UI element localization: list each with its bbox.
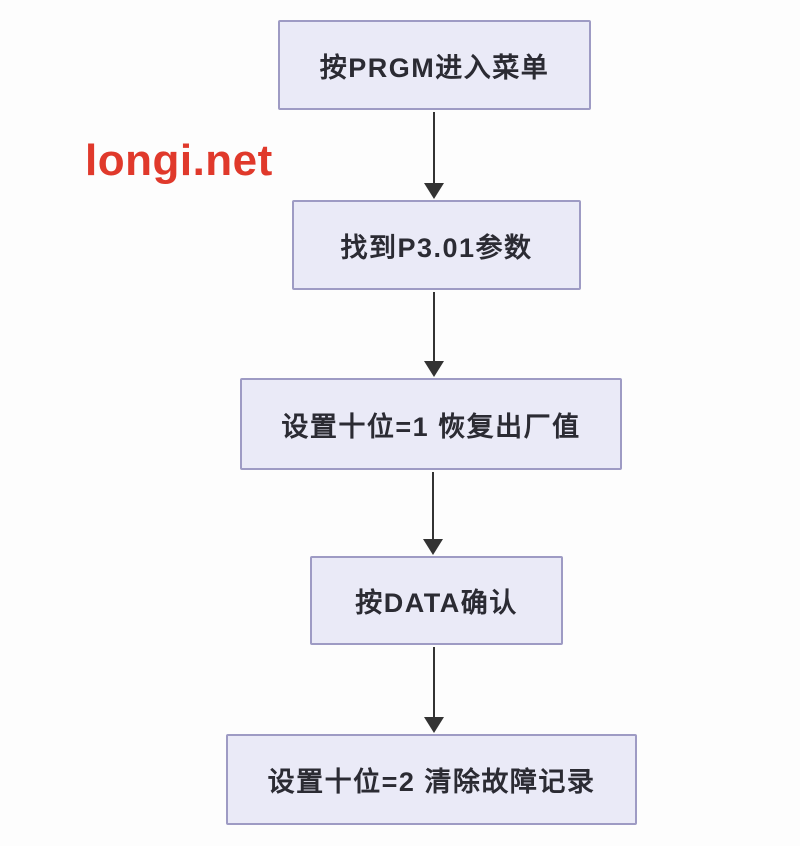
flow-node-step2: 找到P3.01参数	[292, 200, 581, 290]
arrow-line-1	[433, 112, 435, 186]
arrow-head-icon-3	[423, 539, 443, 555]
flow-node-step5-label: 设置十位=2 清除故障记录	[267, 767, 596, 797]
arrow-down-3	[423, 472, 443, 555]
arrow-head-icon-1	[424, 183, 444, 199]
arrow-head-icon-4	[424, 717, 444, 733]
arrow-head-icon-2	[424, 361, 444, 377]
arrow-line-4	[433, 647, 435, 720]
arrow-line-3	[432, 472, 434, 542]
flow-node-step4-label: 按DATA确认	[355, 588, 518, 618]
flow-node-step3-label: 设置十位=1 恢复出厂值	[281, 411, 581, 442]
arrow-down-4	[424, 647, 444, 733]
flow-node-step2-label: 找到P3.01参数	[340, 232, 533, 263]
arrow-down-2	[424, 292, 444, 377]
flow-node-step1-label: 按PRGM进入菜单	[319, 52, 550, 83]
flow-node-step4: 按DATA确认	[310, 556, 563, 645]
flow-node-step1: 按PRGM进入菜单	[278, 20, 591, 110]
watermark-logo: longi.net	[85, 136, 273, 185]
arrow-line-2	[433, 292, 435, 364]
flow-node-step5: 设置十位=2 清除故障记录	[226, 734, 637, 825]
flow-node-step3: 设置十位=1 恢复出厂值	[240, 378, 622, 470]
arrow-down-1	[424, 112, 444, 199]
